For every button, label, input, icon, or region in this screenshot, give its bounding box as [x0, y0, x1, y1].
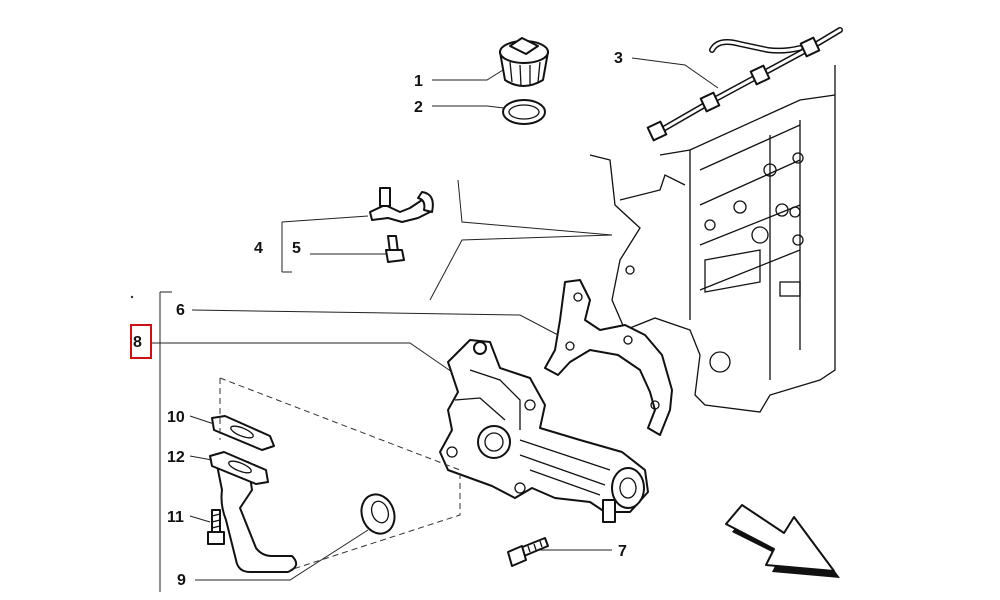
sensor-bracket — [369, 187, 434, 223]
bracket-bolt — [385, 235, 405, 263]
guide-lines — [429, 179, 613, 301]
seal-ring — [502, 99, 546, 125]
group-brackets — [130, 215, 369, 592]
callout-8: 8 — [133, 334, 142, 351]
assembly-dashed-frame — [219, 377, 461, 571]
flange-gasket — [211, 415, 275, 451]
direction-arrow-icon — [725, 504, 840, 578]
callout-6: 6 — [176, 302, 185, 319]
engine-block — [589, 65, 836, 413]
flange-plate — [209, 451, 269, 485]
gasket — [544, 279, 673, 436]
callout-3: 3 — [614, 50, 623, 67]
callout-labels: 1 2 3 4 5 6 7 8 9 10 11 12 — [133, 50, 627, 589]
callout-1: 1 — [414, 73, 423, 90]
callout-11: 11 — [167, 509, 184, 526]
callout-9: 9 — [177, 572, 186, 589]
oil-filler-cap — [499, 37, 549, 87]
callout-2: 2 — [414, 99, 423, 116]
shaft-seal — [360, 493, 396, 535]
leader-lines — [151, 57, 719, 581]
callout-12: 12 — [167, 449, 185, 466]
wiring-harness — [646, 27, 843, 142]
callout-5: 5 — [292, 240, 301, 257]
pickup-screw — [207, 509, 225, 545]
callout-4: 4 — [254, 240, 263, 257]
mounting-bolt — [507, 537, 549, 567]
callout-7: 7 — [618, 543, 627, 560]
oil-pump-housing — [439, 339, 649, 523]
callout-8-highlight — [130, 324, 152, 359]
callout-10: 10 — [167, 409, 185, 426]
